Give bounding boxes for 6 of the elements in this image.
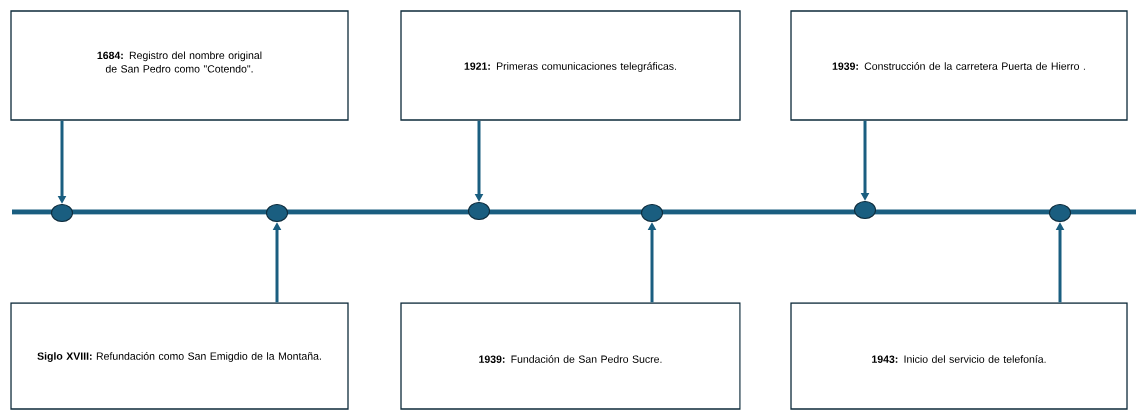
event-box: 1684: Registro del nombre original de San Pedro como "Cotendo". — [10, 10, 349, 121]
event-box: 1921: Primeras comunicaciones telegráficas. — [400, 10, 741, 121]
event-box: 1939: Fundación de San Pedro Sucre. — [400, 302, 741, 410]
event-box: 1939: Construcción de la carretera Puerta de Hierro . — [790, 10, 1128, 121]
event-box: 1943: Inicio del servicio de telefonía. — [790, 302, 1128, 410]
event-box: Siglo XVIII: Refundación como San Emigdio de la Montaña. — [10, 302, 349, 410]
